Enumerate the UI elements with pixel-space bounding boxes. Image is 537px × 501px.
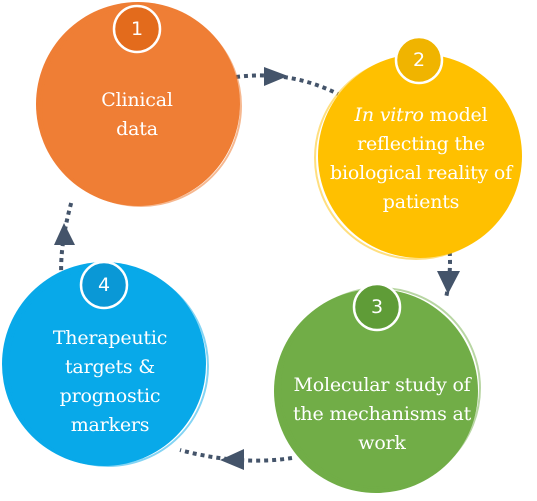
step-2-label-line-4: patients bbox=[382, 191, 460, 213]
step-3-label-line-1: Molecular study of bbox=[293, 374, 471, 396]
connector-1-to-2 bbox=[235, 73, 339, 96]
step-1-node bbox=[36, 2, 242, 207]
step-3-label-line-2: the mechanisms at bbox=[292, 403, 472, 425]
step-2-label-italic: In vitro bbox=[354, 104, 424, 126]
connector-3-to-4 bbox=[179, 448, 293, 463]
step-4-node bbox=[2, 260, 209, 467]
step-2-number: 2 bbox=[412, 49, 426, 71]
step-2-label-line-1-rest: model bbox=[423, 104, 488, 126]
step-4-circle bbox=[2, 262, 206, 466]
step-1-label: Clinical data bbox=[64, 86, 210, 144]
step-3-circle bbox=[274, 289, 478, 493]
step-1-circle bbox=[36, 2, 240, 206]
step-4-label-line-3: prognostic bbox=[59, 385, 161, 407]
connector-2-to-3 bbox=[444, 243, 452, 299]
step-3-badge bbox=[352, 282, 402, 332]
step-1-label-line-2: data bbox=[116, 118, 158, 140]
step-4-label-line-1: Therapeutic bbox=[52, 327, 168, 349]
step-4-label-line-4: markers bbox=[70, 414, 150, 436]
step-1-label-line-1: Clinical bbox=[101, 89, 173, 111]
step-2-label-line-2: reflecting the bbox=[357, 133, 485, 155]
arrowhead-4-to-1 bbox=[54, 223, 75, 245]
step-3-node bbox=[274, 282, 481, 493]
arrowhead-2-to-3 bbox=[437, 271, 460, 294]
step-4-badge bbox=[79, 260, 129, 310]
step-2-badge bbox=[394, 35, 444, 85]
step-3-label: Molecular study of the mechanisms at wor… bbox=[276, 371, 488, 458]
step-2-node bbox=[314, 35, 522, 260]
arrowhead-3-to-4 bbox=[220, 449, 244, 470]
step-2-label: In vitro model reflecting the biological… bbox=[316, 101, 526, 217]
arrowhead-1-to-2 bbox=[264, 67, 288, 86]
step-3-label-line-3: work bbox=[358, 432, 406, 454]
step-3-number: 3 bbox=[370, 296, 384, 318]
step-2-circle bbox=[318, 54, 522, 258]
step-4-label-line-2: targets & bbox=[65, 356, 155, 378]
step-4-number: 4 bbox=[97, 274, 111, 296]
step-2-label-line-1: In vitro model bbox=[316, 101, 526, 130]
step-1-badge bbox=[112, 4, 162, 54]
step-4-label: Therapeutic targets & prognostic markers bbox=[30, 324, 190, 440]
step-2-label-line-3: biological reality of bbox=[329, 162, 512, 184]
step-1-number: 1 bbox=[130, 18, 144, 40]
